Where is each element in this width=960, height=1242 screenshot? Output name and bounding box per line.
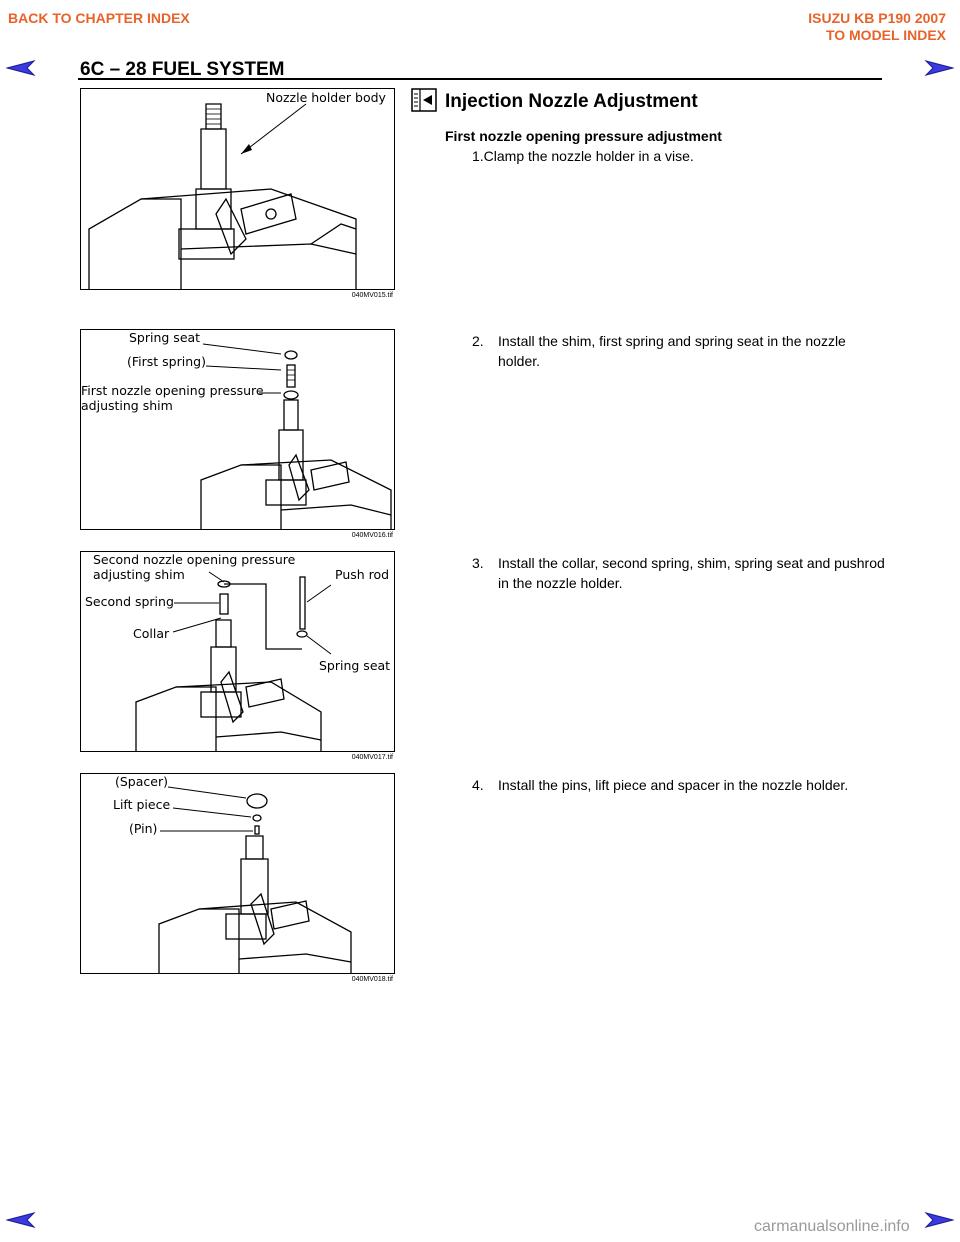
label-second-nozzle-shim: Second nozzle opening pressure: [93, 552, 295, 567]
label-first-nozzle-shim: First nozzle opening pressure: [81, 383, 264, 398]
figure-caption: 040MV015.tif: [80, 292, 393, 299]
service-procedure-icon: [411, 88, 437, 112]
label-push-rod: Push rod: [335, 567, 389, 582]
header-rule: [78, 78, 882, 80]
label-collar: Collar: [133, 626, 169, 641]
label-adjusting-shim: adjusting shim: [81, 398, 173, 413]
step-4: 4. Install the pins, lift piece and spac…: [472, 775, 892, 815]
figure-caption: 040MV017.tif: [80, 754, 393, 761]
label-second-spring: Second spring: [85, 594, 174, 609]
back-to-chapter-index-link[interactable]: BACK TO CHAPTER INDEX: [8, 10, 190, 26]
figure-second-spring-install: Second nozzle opening pressure adjusting…: [80, 551, 395, 752]
section-title: Injection Nozzle Adjustment: [445, 91, 698, 113]
label-spring-seat: Spring seat: [129, 330, 200, 345]
next-page-arrow-bottom-icon[interactable]: [924, 1210, 954, 1230]
label-first-spring: (First spring): [127, 354, 206, 369]
step-number: 4.: [472, 775, 484, 795]
figure-lift-piece-install: (Spacer) Lift piece (Pin): [80, 773, 395, 974]
label-pin: (Pin): [129, 821, 157, 836]
subheading: First nozzle opening pressure adjustment: [445, 128, 722, 144]
figure-first-spring-install: Spring seat (First spring) First nozzle …: [80, 329, 395, 530]
step-text: Install the pins, lift piece and spacer …: [498, 775, 888, 795]
previous-page-arrow-icon[interactable]: [6, 58, 36, 78]
site-watermark: carmanualsonline.info: [754, 1218, 910, 1236]
step-3: 3. Install the collar, second spring, sh…: [472, 553, 892, 593]
step-1-text: 1.Clamp the nozzle holder in a vise.: [472, 146, 694, 166]
figure-nozzle-holder-body: Nozzle holder body: [80, 88, 395, 290]
step-2: 2. Install the shim, first spring and sp…: [472, 331, 892, 371]
label-adjusting-shim: adjusting shim: [93, 567, 185, 582]
previous-page-arrow-bottom-icon[interactable]: [6, 1210, 36, 1230]
step-text: Install the collar, second spring, shim,…: [498, 553, 888, 593]
to-model-index: TO MODEL INDEX: [808, 27, 946, 44]
step-number: 3.: [472, 553, 484, 573]
label-nozzle-holder-body: Nozzle holder body: [266, 90, 386, 105]
figure-caption: 040MV016.tif: [80, 532, 393, 539]
model-index-link[interactable]: ISUZU KB P190 2007 TO MODEL INDEX: [808, 10, 946, 44]
next-page-arrow-icon[interactable]: [924, 58, 954, 78]
label-lift-piece: Lift piece: [113, 797, 170, 812]
step-text: Install the shim, first spring and sprin…: [498, 331, 888, 371]
figure-caption: 040MV018.tif: [80, 976, 393, 983]
label-spring-seat: Spring seat: [319, 658, 390, 673]
step-number: 2.: [472, 331, 484, 351]
model-name: ISUZU KB P190 2007: [808, 10, 946, 27]
label-spacer: (Spacer): [115, 774, 168, 789]
